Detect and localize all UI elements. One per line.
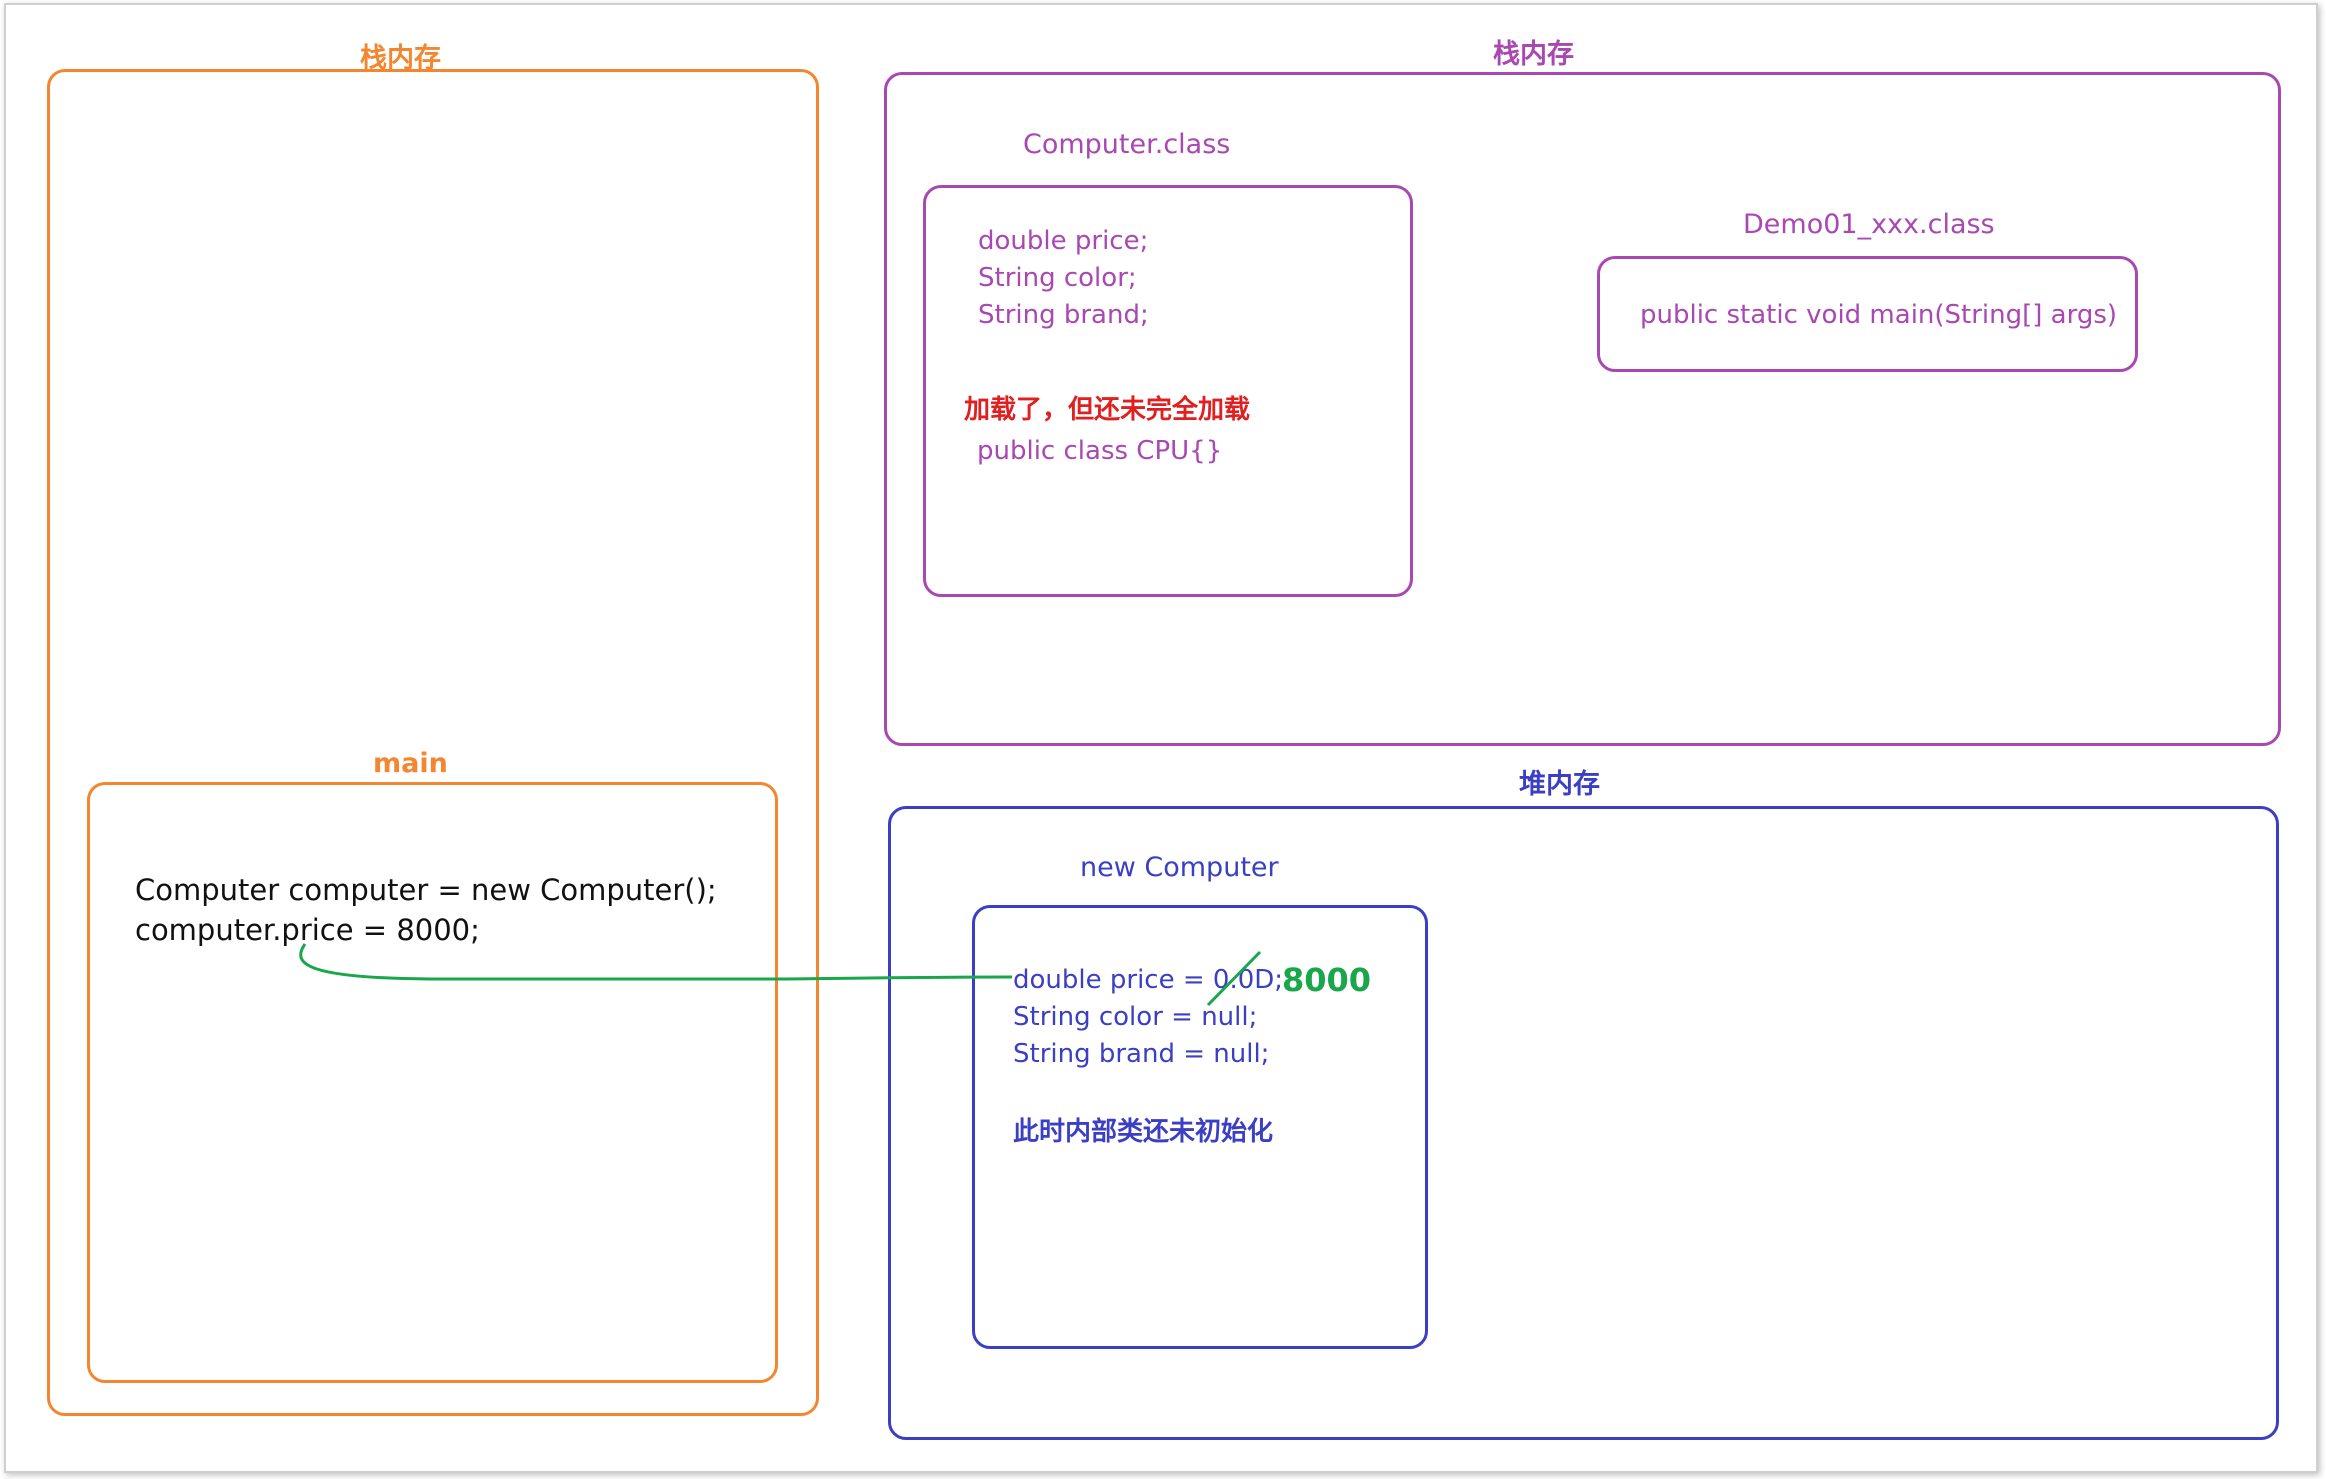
computer-class-box [923,185,1413,597]
computer-class-field-3: String brand; [978,300,1149,330]
method-area-title: 栈内存 [1493,39,1574,70]
partial-load-note: 加载了，但还未完全加载 [964,395,1251,425]
diagram-frame [4,3,2318,1473]
method-area-box [884,72,2281,746]
computer-class-title: Computer.class [1023,129,1231,160]
computer-class-field-1: double price; [978,226,1149,256]
demo-class-box [1597,256,2138,372]
main-code-line-2: computer.price = 8000; [135,913,480,947]
main-code-line-1: Computer computer = new Computer(); [135,873,717,907]
heap-field-brand: String brand = null; [1013,1039,1270,1069]
main-frame-box [87,782,778,1383]
computer-class-field-2: String color; [978,263,1137,293]
demo-main-method: public static void main(String[] args) [1640,300,2118,330]
heap-object-box [972,905,1428,1349]
demo-class-title: Demo01_xxx.class [1743,209,1995,240]
heap-memory-box [888,806,2279,1440]
stack-memory-title: 栈内存 [360,43,441,74]
heap-memory-title: 堆内存 [1519,769,1600,800]
inner-class-cpu: public class CPU{} [977,436,1223,466]
main-frame-title: main [373,748,448,779]
heap-field-price: double price = 0.0D; [1013,965,1284,995]
inner-class-not-initialized-note: 此时内部类还未初始化 [1013,1117,1274,1147]
stack-memory-box [47,69,819,1416]
heap-field-color: String color = null; [1013,1002,1258,1032]
heap-object-title: new Computer [1080,852,1279,883]
price-new-value: 8000 [1282,961,1372,999]
